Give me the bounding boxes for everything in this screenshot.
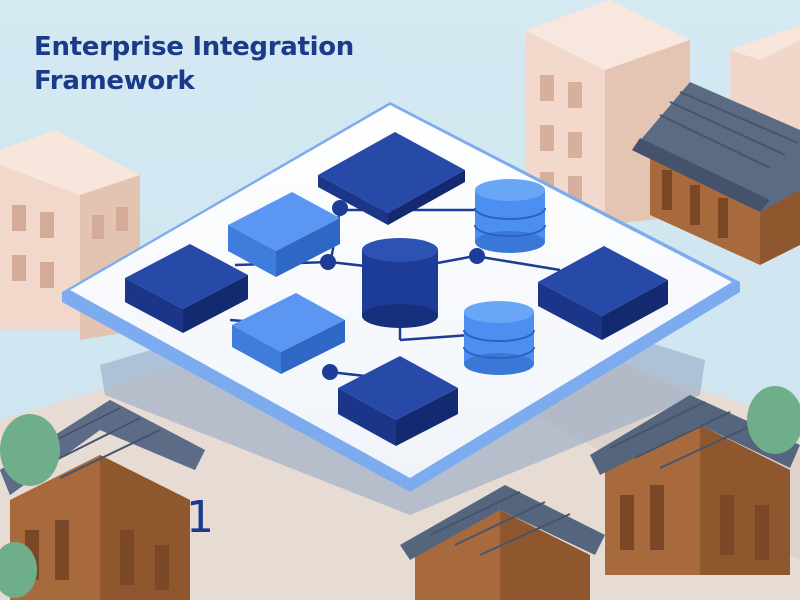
- server-block-icon: [228, 192, 340, 277]
- connector-node-icon: [320, 200, 485, 380]
- house-lower-right: [590, 395, 800, 575]
- server-block-icon: [318, 132, 465, 225]
- tree: [0, 414, 60, 486]
- house-lower-center: [400, 485, 605, 600]
- house-lower-left: [0, 400, 205, 600]
- server-block-icon: [232, 293, 345, 374]
- database-icon: [474, 179, 546, 253]
- database-icon: [463, 301, 535, 375]
- server-block-icon: [538, 246, 668, 340]
- tree: [747, 386, 800, 454]
- page-number: 1: [186, 492, 214, 543]
- database-icon: [362, 238, 438, 328]
- page-title-line-1: Enterprise Integration: [34, 32, 354, 62]
- server-block-icon: [125, 244, 248, 333]
- tree: [0, 542, 37, 598]
- page-title-line-2: Framework: [34, 66, 195, 96]
- server-block-icon: [338, 356, 458, 446]
- house-upper-right: [632, 82, 800, 265]
- page-title: Enterprise Integration Framework: [34, 30, 394, 98]
